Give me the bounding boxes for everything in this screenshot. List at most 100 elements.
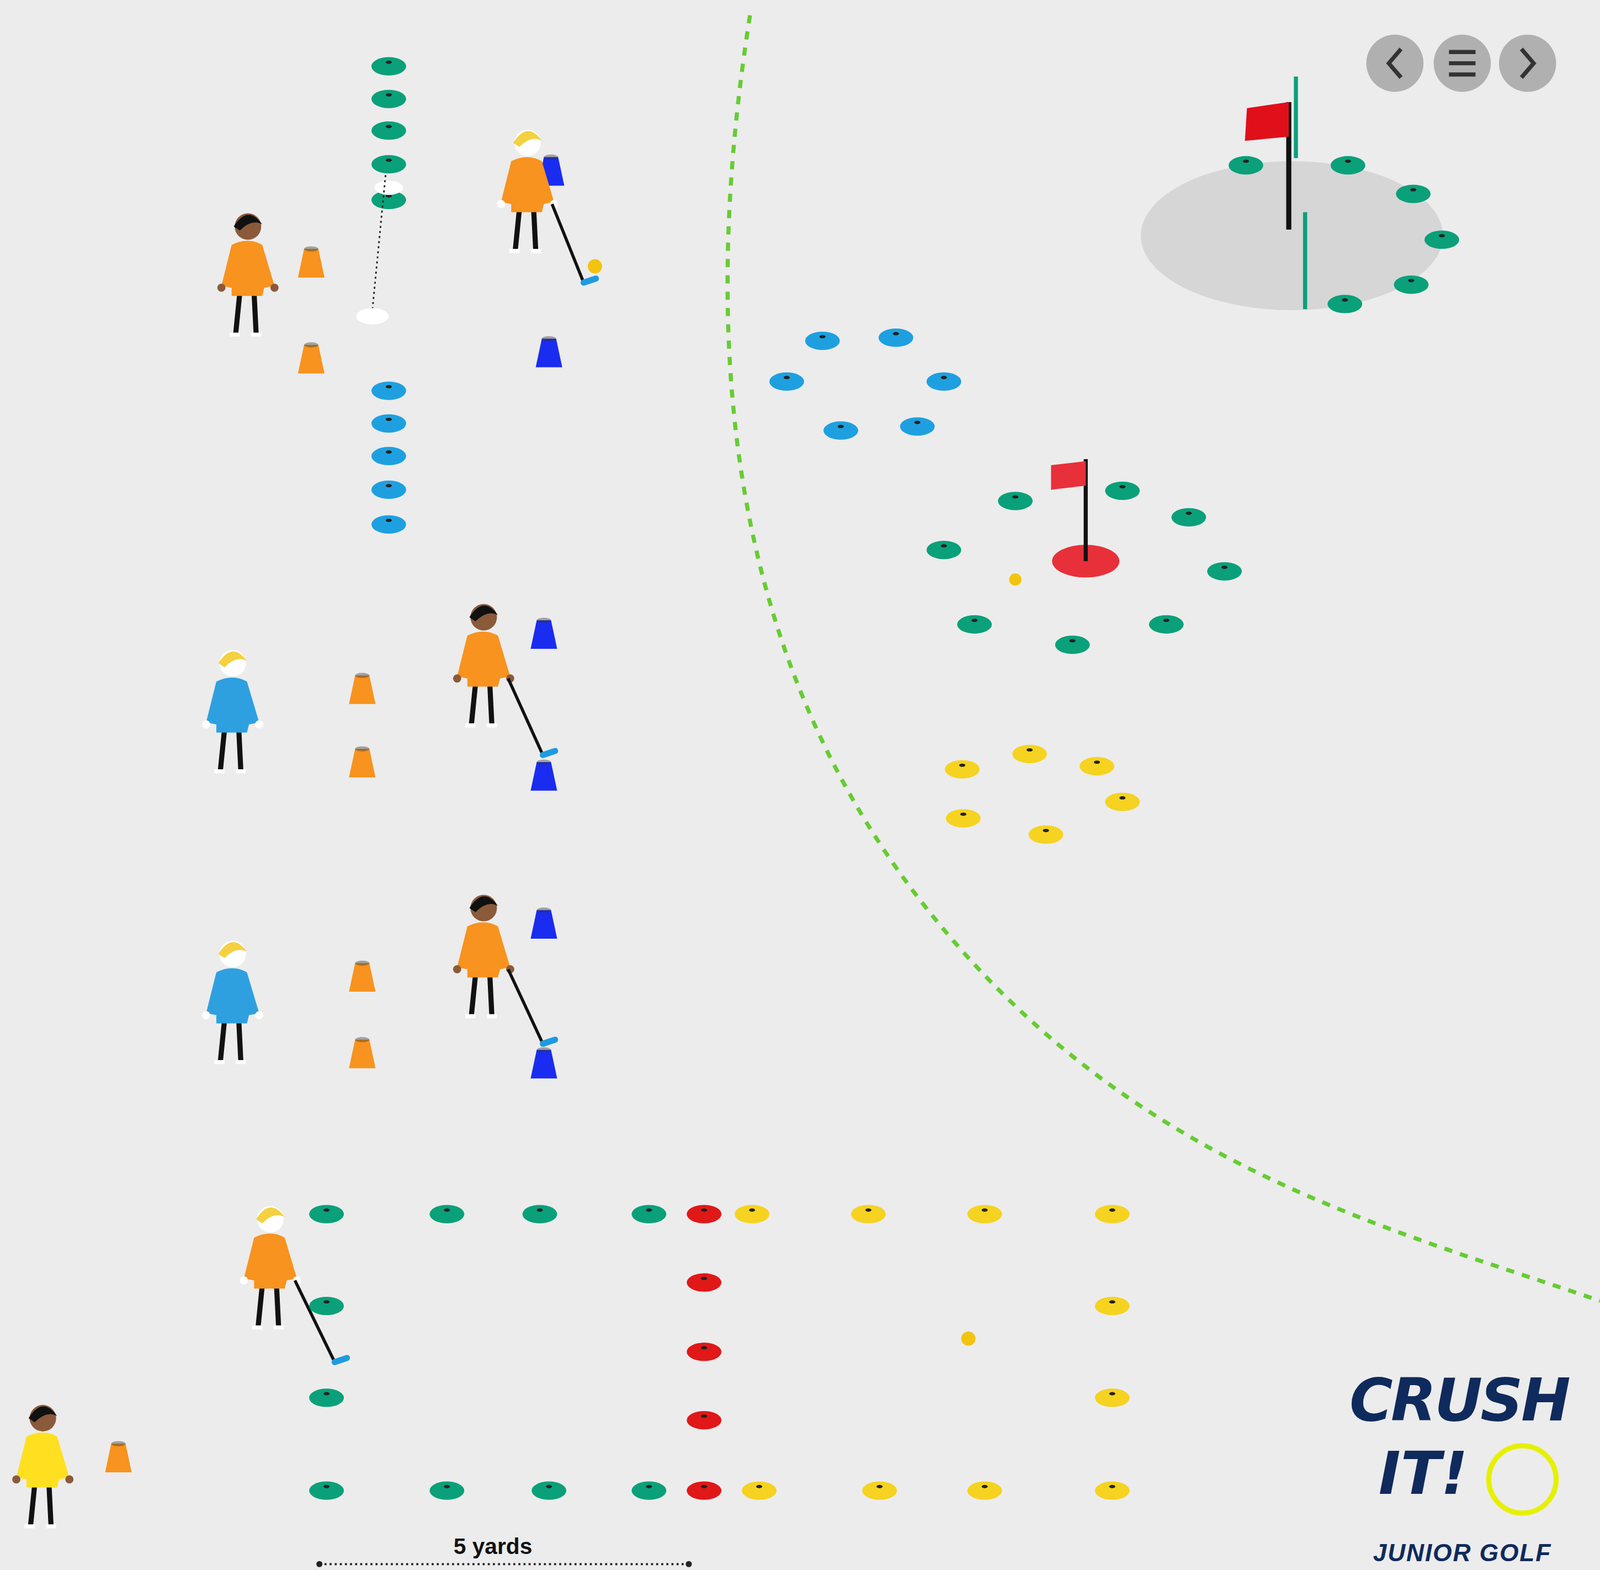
disc-hole [1119, 485, 1126, 489]
disc-hole [645, 1485, 652, 1489]
green-area [1140, 161, 1443, 311]
disc-hole [1043, 828, 1050, 833]
disc-hole [385, 484, 392, 488]
logo-subtitle: JUNIOR GOLF [1373, 1538, 1552, 1568]
golf-club [294, 1280, 335, 1363]
cone-top [304, 342, 319, 348]
person-shoes [252, 1325, 284, 1330]
cone-top [536, 759, 551, 765]
cone-top [354, 1037, 370, 1043]
disc-hole [1221, 565, 1228, 570]
disc-hole [783, 375, 790, 380]
disc-hole [892, 332, 900, 336]
marker-disc [1094, 1388, 1130, 1407]
disc-hole [876, 1485, 883, 1489]
disc-hole [443, 1485, 450, 1489]
marker-disc [371, 480, 407, 499]
cone-top [354, 672, 370, 678]
disc-hole [1109, 1392, 1116, 1396]
marker-disc [1094, 1481, 1130, 1501]
marker-disc [1094, 1296, 1130, 1316]
marker-disc [1327, 294, 1363, 313]
marker-disc [522, 1204, 558, 1224]
person-shoes [465, 723, 497, 728]
disc-hole [914, 420, 921, 424]
alignment-stick [1303, 212, 1307, 310]
person-hand [12, 1475, 21, 1484]
flag [1050, 461, 1086, 491]
person-body [501, 157, 555, 213]
person-shoes [214, 1060, 246, 1065]
person-body [456, 631, 510, 687]
training-cone [348, 963, 376, 992]
disc-hole [385, 124, 392, 129]
marker-disc [371, 57, 407, 76]
disc-hole [1163, 618, 1170, 623]
marker-disc [371, 121, 407, 140]
person-hand [270, 283, 279, 292]
disc-hole [971, 618, 978, 623]
disc-hole [385, 158, 392, 162]
marker-disc [1394, 275, 1429, 294]
person-hand [217, 283, 226, 292]
boundary-arc [727, 15, 1600, 1302]
person-body [205, 968, 259, 1024]
nav-icon [1388, 49, 1401, 78]
flag [1245, 102, 1290, 141]
cone-top [354, 960, 370, 966]
disc-hole [1119, 796, 1126, 800]
marker-disc [823, 421, 859, 440]
person-hand [254, 720, 264, 729]
disc-hole [1026, 748, 1033, 752]
person-shoes [214, 769, 246, 774]
tee-disc [374, 180, 404, 195]
marker-disc [686, 1411, 722, 1430]
person-body [221, 240, 275, 296]
marker-disc [371, 515, 407, 534]
club-head [583, 278, 597, 283]
disc-hole [941, 544, 948, 548]
golf-ball [961, 1331, 976, 1347]
marker-disc [371, 447, 407, 466]
disc-hole [1109, 1300, 1116, 1304]
disc-hole [941, 375, 948, 380]
marker-disc [997, 491, 1033, 510]
nav-button [1498, 34, 1557, 93]
logo-ball [1488, 1446, 1556, 1514]
marker-disc [1104, 793, 1140, 812]
dimension-end [685, 1561, 692, 1568]
person-hand [254, 1011, 264, 1020]
person-hand [202, 1011, 211, 1020]
nav-button [1366, 34, 1424, 93]
marker-disc [631, 1204, 667, 1224]
disc-hole [385, 450, 392, 454]
training-cone [530, 620, 557, 650]
person-hair [233, 214, 263, 231]
disc-hole [1345, 159, 1352, 163]
golf-ball [587, 259, 603, 274]
marker-disc [1171, 508, 1206, 527]
disc-hole [700, 1277, 708, 1281]
marker-disc [741, 1481, 777, 1501]
marker-disc [1012, 745, 1047, 764]
cone-top [536, 617, 551, 623]
person-hair [469, 605, 498, 622]
club-head [543, 751, 556, 756]
disc-hole [1242, 159, 1249, 163]
marker-disc [309, 1204, 344, 1224]
disc-hole [385, 385, 392, 389]
marker-disc [967, 1481, 1003, 1501]
disc-hole [385, 417, 392, 422]
disc-hole [323, 1300, 330, 1304]
marker-disc [371, 155, 407, 174]
training-cone [348, 675, 376, 705]
marker-disc [944, 759, 980, 779]
marker-disc [926, 372, 962, 391]
person-shoes [229, 332, 262, 337]
marker-disc [371, 381, 407, 400]
marker-disc [371, 89, 407, 109]
disc-hole [385, 60, 392, 65]
marker-disc [851, 1204, 886, 1224]
training-cone [530, 1049, 557, 1079]
